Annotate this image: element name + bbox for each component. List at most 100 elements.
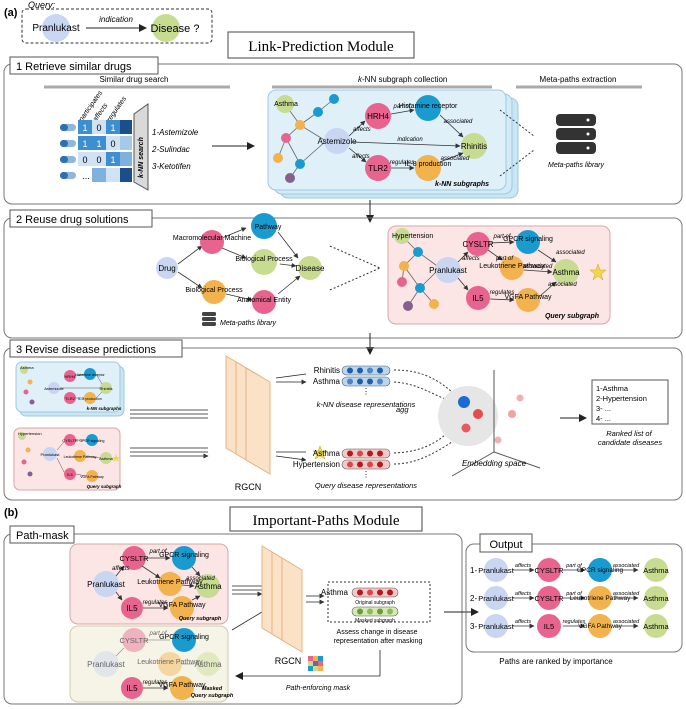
matrix-cell: 1: [110, 155, 115, 165]
output-drug-node: [484, 614, 508, 638]
output-drug-node: [484, 558, 508, 582]
output-rel1: affects: [515, 563, 531, 569]
star-icon: [589, 263, 607, 281]
sg-affects: affects: [353, 127, 371, 133]
matrix-col-3: regulates: [106, 95, 129, 123]
output-disease: Asthma: [643, 594, 669, 603]
q-leuko: Leukotriene Pathway: [479, 263, 545, 270]
embedding-label: Embedding space: [462, 459, 527, 468]
col1-header: Similar drug search: [100, 75, 169, 84]
panel-b-label: (b): [4, 507, 18, 519]
matrix-cell: 0: [96, 155, 101, 165]
mini-knn-subgraph: Asthma HRH4 Histamine receptor Astemizol…: [15, 361, 125, 417]
panel-a-label: (a): [4, 7, 18, 19]
query-representations: Asthma Hypertension ⋮ Query disease repr…: [293, 445, 417, 490]
query-repr-label: Query disease representations: [315, 481, 417, 490]
output-end: GPCR signaling: [577, 567, 624, 574]
query-box: Query: Pranlukast indication Disease ?: [21, 0, 213, 44]
mk-leuko: Leukotriene Pathway: [137, 659, 203, 666]
matrix-cell: 0: [96, 123, 101, 133]
q-cysltr: CYSLTR: [463, 240, 494, 249]
q-asthma: Asthma: [552, 268, 580, 277]
sg-caption: k-NN subgraphs: [435, 181, 489, 188]
output-drug-node: [484, 586, 508, 610]
query-drug-node: [42, 14, 70, 42]
pm-query-subgraph: Pranlukast CYSLTR part of GPCR signaling…: [69, 543, 229, 625]
mini-astemizole: Astemizole: [44, 386, 64, 391]
q-associated3: associated: [548, 282, 577, 288]
query-relation: indication: [99, 15, 133, 24]
output-rel3: associated: [613, 591, 640, 597]
mini-tlr2: TLR2: [65, 396, 76, 401]
mini-gpcr: GPCR signaling: [80, 439, 105, 443]
output-mid: IL5: [544, 622, 554, 631]
output-title: Output: [489, 539, 522, 551]
matrix-cell: 1: [96, 139, 101, 149]
repr-rhinitis: Rhinitis: [314, 366, 340, 375]
pm-asthma: Asthma: [194, 582, 222, 591]
mk-vgfa: VGFA Pathway: [158, 682, 206, 689]
paths-module-title-box: [229, 506, 423, 532]
col2-header-k: k: [358, 75, 363, 84]
section3-title-box: [9, 339, 183, 358]
pm-vgfa: VGFA Pathway: [158, 602, 206, 609]
schema-anat: Anatomical Entity: [237, 297, 292, 304]
q-regulates: regulates: [490, 290, 515, 296]
sg-tlr2: TLR2: [368, 164, 388, 173]
section2-title-box: [9, 209, 153, 228]
query-drug: Pranlukast: [32, 23, 79, 34]
mini-histamine: Histamine receptor: [75, 373, 105, 377]
knn-search-label: k-NN search: [138, 137, 145, 178]
mk-gpcr: GPCR signaling: [159, 634, 209, 641]
sg-associated: associated: [444, 119, 473, 125]
section1-frame: [3, 63, 683, 205]
output-rel2: part of: [565, 591, 582, 597]
q-caption: Query subgraph: [545, 313, 599, 320]
schema-bio2: Biological Process: [185, 287, 243, 294]
pathmask-title-box: [9, 525, 75, 544]
mini-asthma-q: Asthma: [99, 456, 113, 461]
mk-il5: IL5: [126, 684, 138, 693]
sg-asthma: Asthma: [274, 101, 298, 108]
output-end-node: [588, 558, 612, 582]
similar-drug-3: 3-Ketotifen: [152, 162, 191, 171]
matrix-cell: 1: [82, 123, 87, 133]
q-part-of: part of: [492, 234, 511, 240]
output-drug: Pranlukast: [478, 594, 514, 603]
schema-pathway: Pathway: [255, 224, 282, 231]
pm-cysltr: CYSLTR: [119, 554, 149, 563]
schema-drug: Drug: [158, 264, 175, 273]
paths-module-title: Important-Paths Module: [252, 513, 399, 529]
output-end: VGFA Pathway: [578, 623, 622, 630]
repr-hypertension: Hypertension: [293, 460, 340, 469]
pm-associated: associated: [186, 576, 215, 582]
mk-asthma: Asthma: [194, 660, 222, 669]
matrix-dots: ...: [82, 171, 90, 181]
mini-vgfa: VGFA Pathway: [80, 475, 104, 479]
pm-masked-subgraph: Pranlukast CYSLTR GPCR signaling part of…: [69, 625, 234, 703]
matrix-cell: 1: [110, 123, 115, 133]
schema-library: Meta-paths library: [220, 320, 277, 327]
output-end-node: [588, 586, 612, 610]
mini-pranlukast: Pranlukast: [41, 452, 61, 457]
ranked-list-box: [591, 379, 669, 425]
output-mid-node: [537, 558, 561, 582]
database-icon: [556, 114, 596, 154]
ranked-1: 1-Asthma: [596, 384, 629, 393]
sg-regulates: regulates: [390, 160, 415, 166]
q-hypertension: Hypertension: [392, 233, 433, 240]
mask-grid-icon: [308, 656, 323, 671]
mini-cysltr: CYSLTR: [62, 438, 78, 443]
schema-disease: Disease: [296, 264, 325, 273]
output-disease-node: [644, 558, 668, 582]
mk-regulates: regulates: [143, 680, 168, 686]
pm-il5: IL5: [126, 604, 138, 613]
sg-affects2: affects: [352, 154, 370, 160]
mask-label: Path-enforcing mask: [286, 685, 351, 692]
pm-leuko: Leukotriene Pathway: [137, 579, 203, 586]
pm-affects: affects: [112, 566, 130, 572]
pathmask-frame: [3, 533, 463, 705]
knn-representations: Rhinitis Asthma ⋮ k-NN disease represent…: [313, 365, 416, 409]
mini-query-caption: Query subgraph: [87, 484, 122, 489]
output-rel2: regulates: [563, 619, 586, 625]
